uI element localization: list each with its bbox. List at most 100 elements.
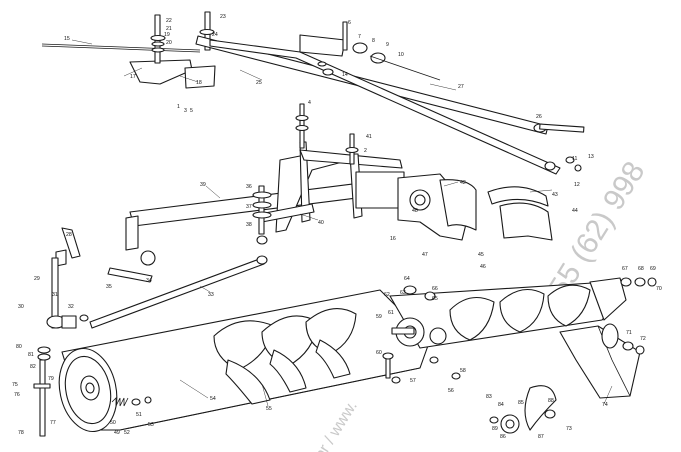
auger-right-section [389,277,627,349]
callout-29: 29 [34,276,40,282]
callout-87: 87 [538,434,544,440]
auger-55 [213,308,357,405]
callout-46: 46 [480,264,486,270]
callout-24: 24 [212,32,218,38]
spring-52 [111,396,152,407]
callout-67: 67 [622,266,628,272]
callout-85: 85 [518,400,524,406]
leader-lines [71,39,613,407]
top-bracket-assembly [299,21,441,81]
callout-70: 70 [656,286,662,292]
callout-56: 56 [448,388,454,394]
callout-63: 63 [400,290,406,296]
callout-17: 17 [130,74,136,80]
callout-58: 58 [460,368,466,374]
watermark-url: br / www. [312,398,361,452]
callout-81: 81 [28,352,34,358]
callout-33: 33 [208,292,214,298]
callout-8: 8 [372,38,375,44]
callout-79: 79 [48,376,54,382]
shield-half [439,179,477,231]
callout-15: 15 [64,36,70,42]
callout-2: 2 [364,148,367,154]
callout-10: 10 [398,52,404,58]
callout-73: 73 [566,426,572,432]
rod-end-right [539,123,585,172]
callout-75: 75 [12,382,18,388]
callout-36: 36 [246,184,252,190]
callout-54: 54 [210,396,216,402]
callout-32: 32 [68,304,74,310]
callout-43: 43 [552,192,558,198]
callout-20: 20 [166,40,172,46]
callout-47: 47 [422,252,428,258]
callout-19: 19 [164,32,170,38]
discharge-spout-74 [559,323,641,399]
center-bolts [382,285,461,384]
callout-4: 4 [308,100,311,106]
callout-6: 6 [348,20,351,26]
callout-31: 31 [52,292,58,298]
callout-60: 60 [376,350,382,356]
shield-43 [487,186,553,241]
callout-37: 37 [246,204,252,210]
callout-64: 64 [404,276,410,282]
callout-34: 34 [146,278,152,284]
callout-57: 57 [410,378,416,384]
callout-28: 28 [66,232,72,238]
callout-23: 23 [220,14,226,20]
callout-5: 5 [190,108,193,114]
left-bracket-stack [33,346,51,437]
callout-42: 42 [460,180,466,186]
callout-59: 59 [376,314,382,320]
callout-41: 41 [366,134,372,140]
callout-62: 62 [384,292,390,298]
callout-49: 49 [114,430,120,436]
callout-38: 38 [246,222,252,228]
callout-68: 68 [638,266,644,272]
callout-53: 53 [148,422,154,428]
callout-78: 78 [18,430,24,436]
callout-89: 89 [492,426,498,432]
callout-55: 55 [266,406,272,412]
callout-72: 72 [640,336,646,342]
callout-48: 48 [412,208,418,214]
callout-labels: 1 2 3 4 5 6 7 8 9 10 11 12 13 14 15 16 1… [12,14,662,440]
callout-45: 45 [478,252,484,258]
callout-35: 35 [106,284,112,290]
callout-7: 7 [358,34,361,40]
main-frame [125,103,405,251]
callout-80: 80 [16,344,22,350]
callout-21: 21 [166,26,172,32]
callout-12: 12 [574,182,580,188]
callout-84: 84 [498,402,504,408]
callout-77: 77 [50,420,56,426]
callout-52: 52 [124,430,130,436]
callout-26: 26 [536,114,542,120]
callout-65: 65 [432,296,438,302]
callout-83: 83 [486,394,492,400]
callout-39: 39 [200,182,206,188]
top-left-cable-assembly [41,11,216,89]
callout-1: 1 [177,104,180,110]
callout-88: 88 [548,398,554,404]
callout-50: 50 [110,420,116,426]
cam-assembly [489,385,557,434]
right-bolt-stack [620,277,657,355]
tie-rod-33 [89,255,268,329]
callout-13: 13 [588,154,594,160]
callout-69: 69 [650,266,656,272]
callout-18: 18 [196,80,202,86]
short-rod-34 [107,250,156,283]
callout-40: 40 [318,220,324,226]
callout-30: 30 [18,304,24,310]
callout-74: 74 [602,402,608,408]
callout-22: 22 [166,18,172,24]
callout-14: 14 [342,72,348,78]
callout-44: 44 [572,208,578,214]
callout-82: 82 [30,364,36,370]
callout-76: 76 [14,392,20,398]
callout-66: 66 [432,286,438,292]
